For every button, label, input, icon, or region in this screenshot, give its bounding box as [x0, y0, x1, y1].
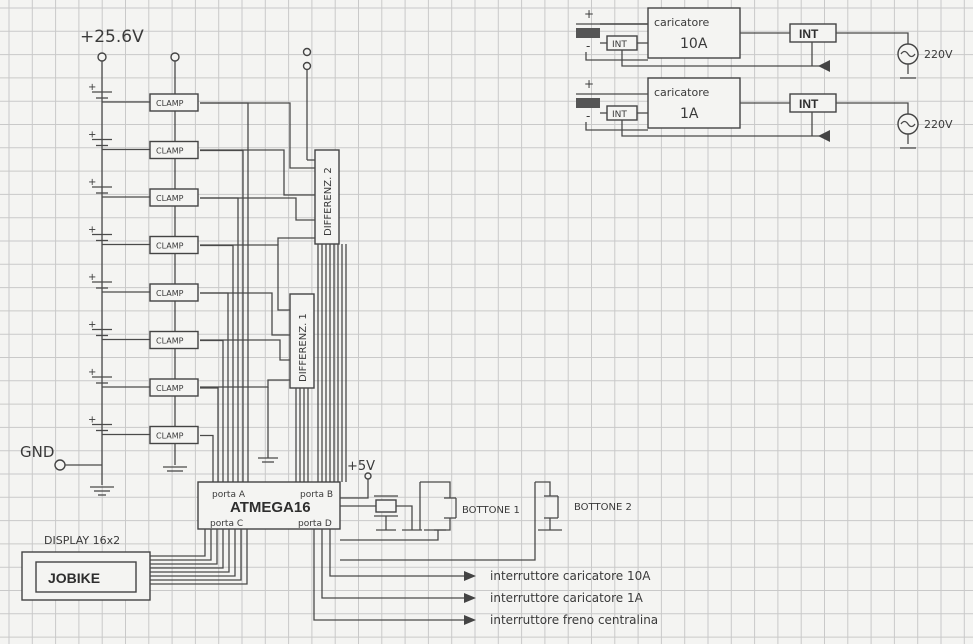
ground-symbol-diff — [258, 387, 278, 463]
button-1-label: BOTTONE 1 — [462, 505, 520, 516]
battery-cell-7: + — [88, 367, 112, 384]
mcu-port-d: porta D — [298, 519, 332, 529]
cell-plus-sign: + — [88, 225, 96, 236]
adc-bus-wires — [200, 102, 347, 482]
clamp-8: CLAMP — [102, 425, 199, 445]
clamp-label: CLAMP — [156, 99, 184, 108]
mcu-block — [197, 481, 341, 530]
output-1-line — [329, 529, 476, 581]
cell-plus-sign: + — [88, 130, 96, 141]
battery-cell-3: + — [88, 177, 112, 194]
mcu-port-c: porta C — [210, 519, 243, 529]
clamp-6: CLAMP — [102, 330, 199, 350]
mcu-port-a: porta A — [212, 490, 246, 500]
charger-input-switch-label: INT — [612, 40, 627, 50]
output-2-line — [321, 529, 476, 603]
differential-2-label: DIFFERENZ. 2 — [323, 167, 334, 236]
button-2-label: BOTTONE 2 — [574, 502, 632, 513]
display-text: JOBIKE — [48, 570, 100, 586]
battery-cell-1: + — [88, 82, 112, 99]
clamp-2: CLAMP — [102, 140, 199, 160]
output-3-line — [313, 529, 476, 625]
cell-plus-sign: + — [88, 415, 96, 426]
charger-rating: 10A — [680, 36, 708, 52]
cell-plus-sign: + — [88, 367, 96, 378]
mcu-port-b: porta B — [300, 490, 333, 500]
supply-terminal — [97, 52, 107, 62]
clamp-label: CLAMP — [156, 242, 184, 251]
sense-terminal-1 — [302, 47, 312, 57]
mcu-name: ATMEGA16 — [230, 499, 311, 516]
svg-text:+: + — [584, 7, 594, 21]
cell-plus-sign: + — [88, 320, 96, 331]
output-1-label: interruttore caricatore 10A — [490, 569, 651, 583]
button-1-symbol — [340, 481, 457, 541]
mains-voltage-label: 220V — [924, 118, 953, 131]
output-3-label: interruttore freno centralina — [490, 613, 658, 627]
ground-symbol-main — [90, 486, 114, 496]
battery-cells: + + + + + + + + — [88, 82, 112, 432]
ground-label: GND — [20, 443, 54, 461]
sense-terminal-2 — [302, 61, 312, 71]
clamp-1: CLAMP — [102, 93, 199, 112]
mains-voltage-label: 220V — [924, 48, 953, 61]
differential-2-inputs — [200, 102, 315, 221]
clamp-label: CLAMP — [156, 147, 184, 156]
charger-circuits: + - INT caricatore 10A INT 220V + - INT caricatore… — [576, 7, 953, 149]
supply-voltage-label: +25.6V — [80, 27, 144, 47]
clamp-label: CLAMP — [156, 384, 184, 393]
battery-cell-2: + — [88, 130, 112, 147]
ground-symbol-clamps — [163, 466, 187, 472]
charger-output-switch-label: INT — [799, 27, 819, 41]
clamp-label: CLAMP — [156, 337, 184, 346]
clamp-label: CLAMP — [156, 289, 184, 298]
clamp-bus-terminal — [170, 52, 180, 62]
charger-label: caricatore — [654, 86, 709, 99]
vcc-wire — [340, 479, 369, 499]
clamp-4: CLAMP — [102, 235, 199, 255]
display-screen — [35, 561, 137, 593]
display-bus-wires — [150, 529, 248, 585]
display-title: DISPLAY 16x2 — [44, 534, 120, 547]
vcc-label: +5V — [347, 459, 375, 474]
cell-plus-sign: + — [88, 272, 96, 283]
charger-rating: 1A — [680, 106, 699, 122]
clamp-5: CLAMP — [102, 283, 199, 302]
charger-input-switch-label: INT — [612, 110, 627, 120]
battery-cell-6: + — [88, 320, 112, 337]
svg-text:+: + — [584, 77, 594, 91]
clamp-7: CLAMP — [102, 378, 199, 397]
ground-terminal — [54, 459, 66, 471]
battery-cell-5: + — [88, 272, 112, 289]
cell-plus-sign: + — [88, 177, 96, 188]
battery-cell-8: + — [88, 415, 112, 432]
clamp-label: CLAMP — [156, 194, 184, 203]
svg-text:-: - — [586, 109, 590, 123]
cell-plus-sign: + — [88, 82, 96, 93]
differential-1-inputs — [200, 237, 315, 388]
clamp-3: CLAMP — [102, 188, 199, 207]
differential-1-block — [289, 293, 315, 389]
charger-label: caricatore — [654, 16, 709, 29]
charger-output-switch-label: INT — [799, 97, 819, 111]
clamp-array: CLAMP CLAMP CLAMP CLAMP CLAMP CLAMP CLAMP CLAMP — [102, 93, 199, 445]
differential-1-label: DIFFERENZ. 1 — [298, 313, 309, 382]
battery-cell-4: + — [88, 225, 112, 242]
crystal-oscillator — [340, 495, 422, 531]
charger-circuit-2: + - INT caricatore 1A INT 220V — [576, 23, 953, 149]
clamp-label: CLAMP — [156, 432, 184, 441]
button-2-symbol — [340, 481, 562, 561]
vcc-terminal — [364, 472, 372, 480]
output-2-label: interruttore caricatore 1A — [490, 591, 644, 605]
differential-2-block — [314, 149, 340, 245]
svg-text:-: - — [586, 39, 590, 53]
charger-circuit-1: + - INT caricatore 10A INT 220V — [576, 7, 953, 79]
